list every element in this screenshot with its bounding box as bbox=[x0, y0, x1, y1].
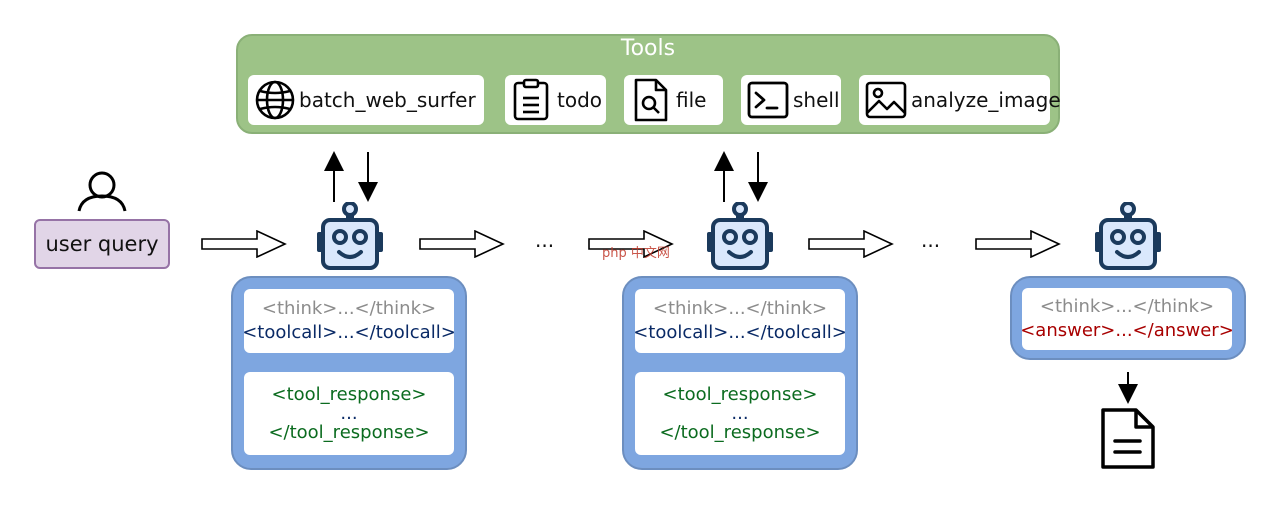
terminal-icon bbox=[747, 81, 789, 119]
file-search-icon bbox=[634, 78, 668, 122]
tool-label: batch_web_surfer bbox=[299, 88, 476, 112]
tool-label: file bbox=[676, 88, 707, 112]
tool-file: file bbox=[624, 75, 723, 125]
tool-analyze-image: analyze_image bbox=[859, 75, 1061, 125]
watermark-text: php 中文网 bbox=[602, 246, 670, 261]
tool-response-ellipsis: ... bbox=[340, 402, 358, 424]
tool-label: shell bbox=[793, 88, 840, 112]
flow-arrow bbox=[808, 230, 893, 258]
reasoning-card: <think>...</think> <toolcall>...</toolca… bbox=[633, 289, 847, 353]
tool-todo: todo bbox=[505, 75, 606, 125]
ellipsis: ... bbox=[535, 228, 555, 252]
document-icon bbox=[1101, 408, 1155, 469]
tool-response-open: <tool_response> bbox=[271, 383, 427, 405]
tool-label: analyze_image bbox=[911, 88, 1061, 112]
tool-response-card: <tool_response> ... </tool_response> bbox=[244, 372, 454, 455]
tool-response-close: </tool_response> bbox=[659, 421, 821, 443]
clipboard-icon bbox=[513, 78, 549, 121]
tool-response-ellipsis: ... bbox=[731, 402, 749, 424]
globe-icon bbox=[255, 80, 295, 120]
flow-arrow bbox=[201, 230, 286, 258]
tool-response-card: <tool_response> ... </tool_response> bbox=[635, 372, 845, 455]
reasoning-card: <think>...</think> <toolcall>...</toolca… bbox=[242, 289, 456, 353]
robot-icon bbox=[1093, 202, 1163, 270]
toolcall-tag: <toolcall>...</toolcall> bbox=[242, 322, 456, 343]
robot-icon bbox=[705, 202, 775, 270]
answer-tag: <answer>...</answer> bbox=[1020, 320, 1234, 341]
image-icon bbox=[865, 81, 907, 119]
user-query-box: user query bbox=[34, 219, 170, 269]
robot-icon bbox=[315, 202, 385, 270]
tool-shell: shell bbox=[741, 75, 841, 125]
think-tag: <think>...</think> bbox=[261, 298, 437, 319]
toolcall-tag: <toolcall>...</toolcall> bbox=[633, 322, 847, 343]
think-tag: <think>...</think> bbox=[1039, 296, 1215, 317]
flow-arrow bbox=[975, 230, 1060, 258]
tool-response-open: <tool_response> bbox=[662, 383, 818, 405]
tool-response-close: </tool_response> bbox=[268, 421, 430, 443]
tool-batch-web-surfer: batch_web_surfer bbox=[248, 75, 484, 125]
user-icon bbox=[77, 171, 127, 212]
tools-title: Tools bbox=[620, 36, 676, 61]
flow-arrow bbox=[419, 230, 504, 258]
answer-card: <think>...</think> <answer>...</answer> bbox=[1020, 288, 1234, 350]
tool-label: todo bbox=[557, 88, 603, 112]
think-tag: <think>...</think> bbox=[652, 298, 828, 319]
ellipsis: ... bbox=[921, 228, 941, 252]
